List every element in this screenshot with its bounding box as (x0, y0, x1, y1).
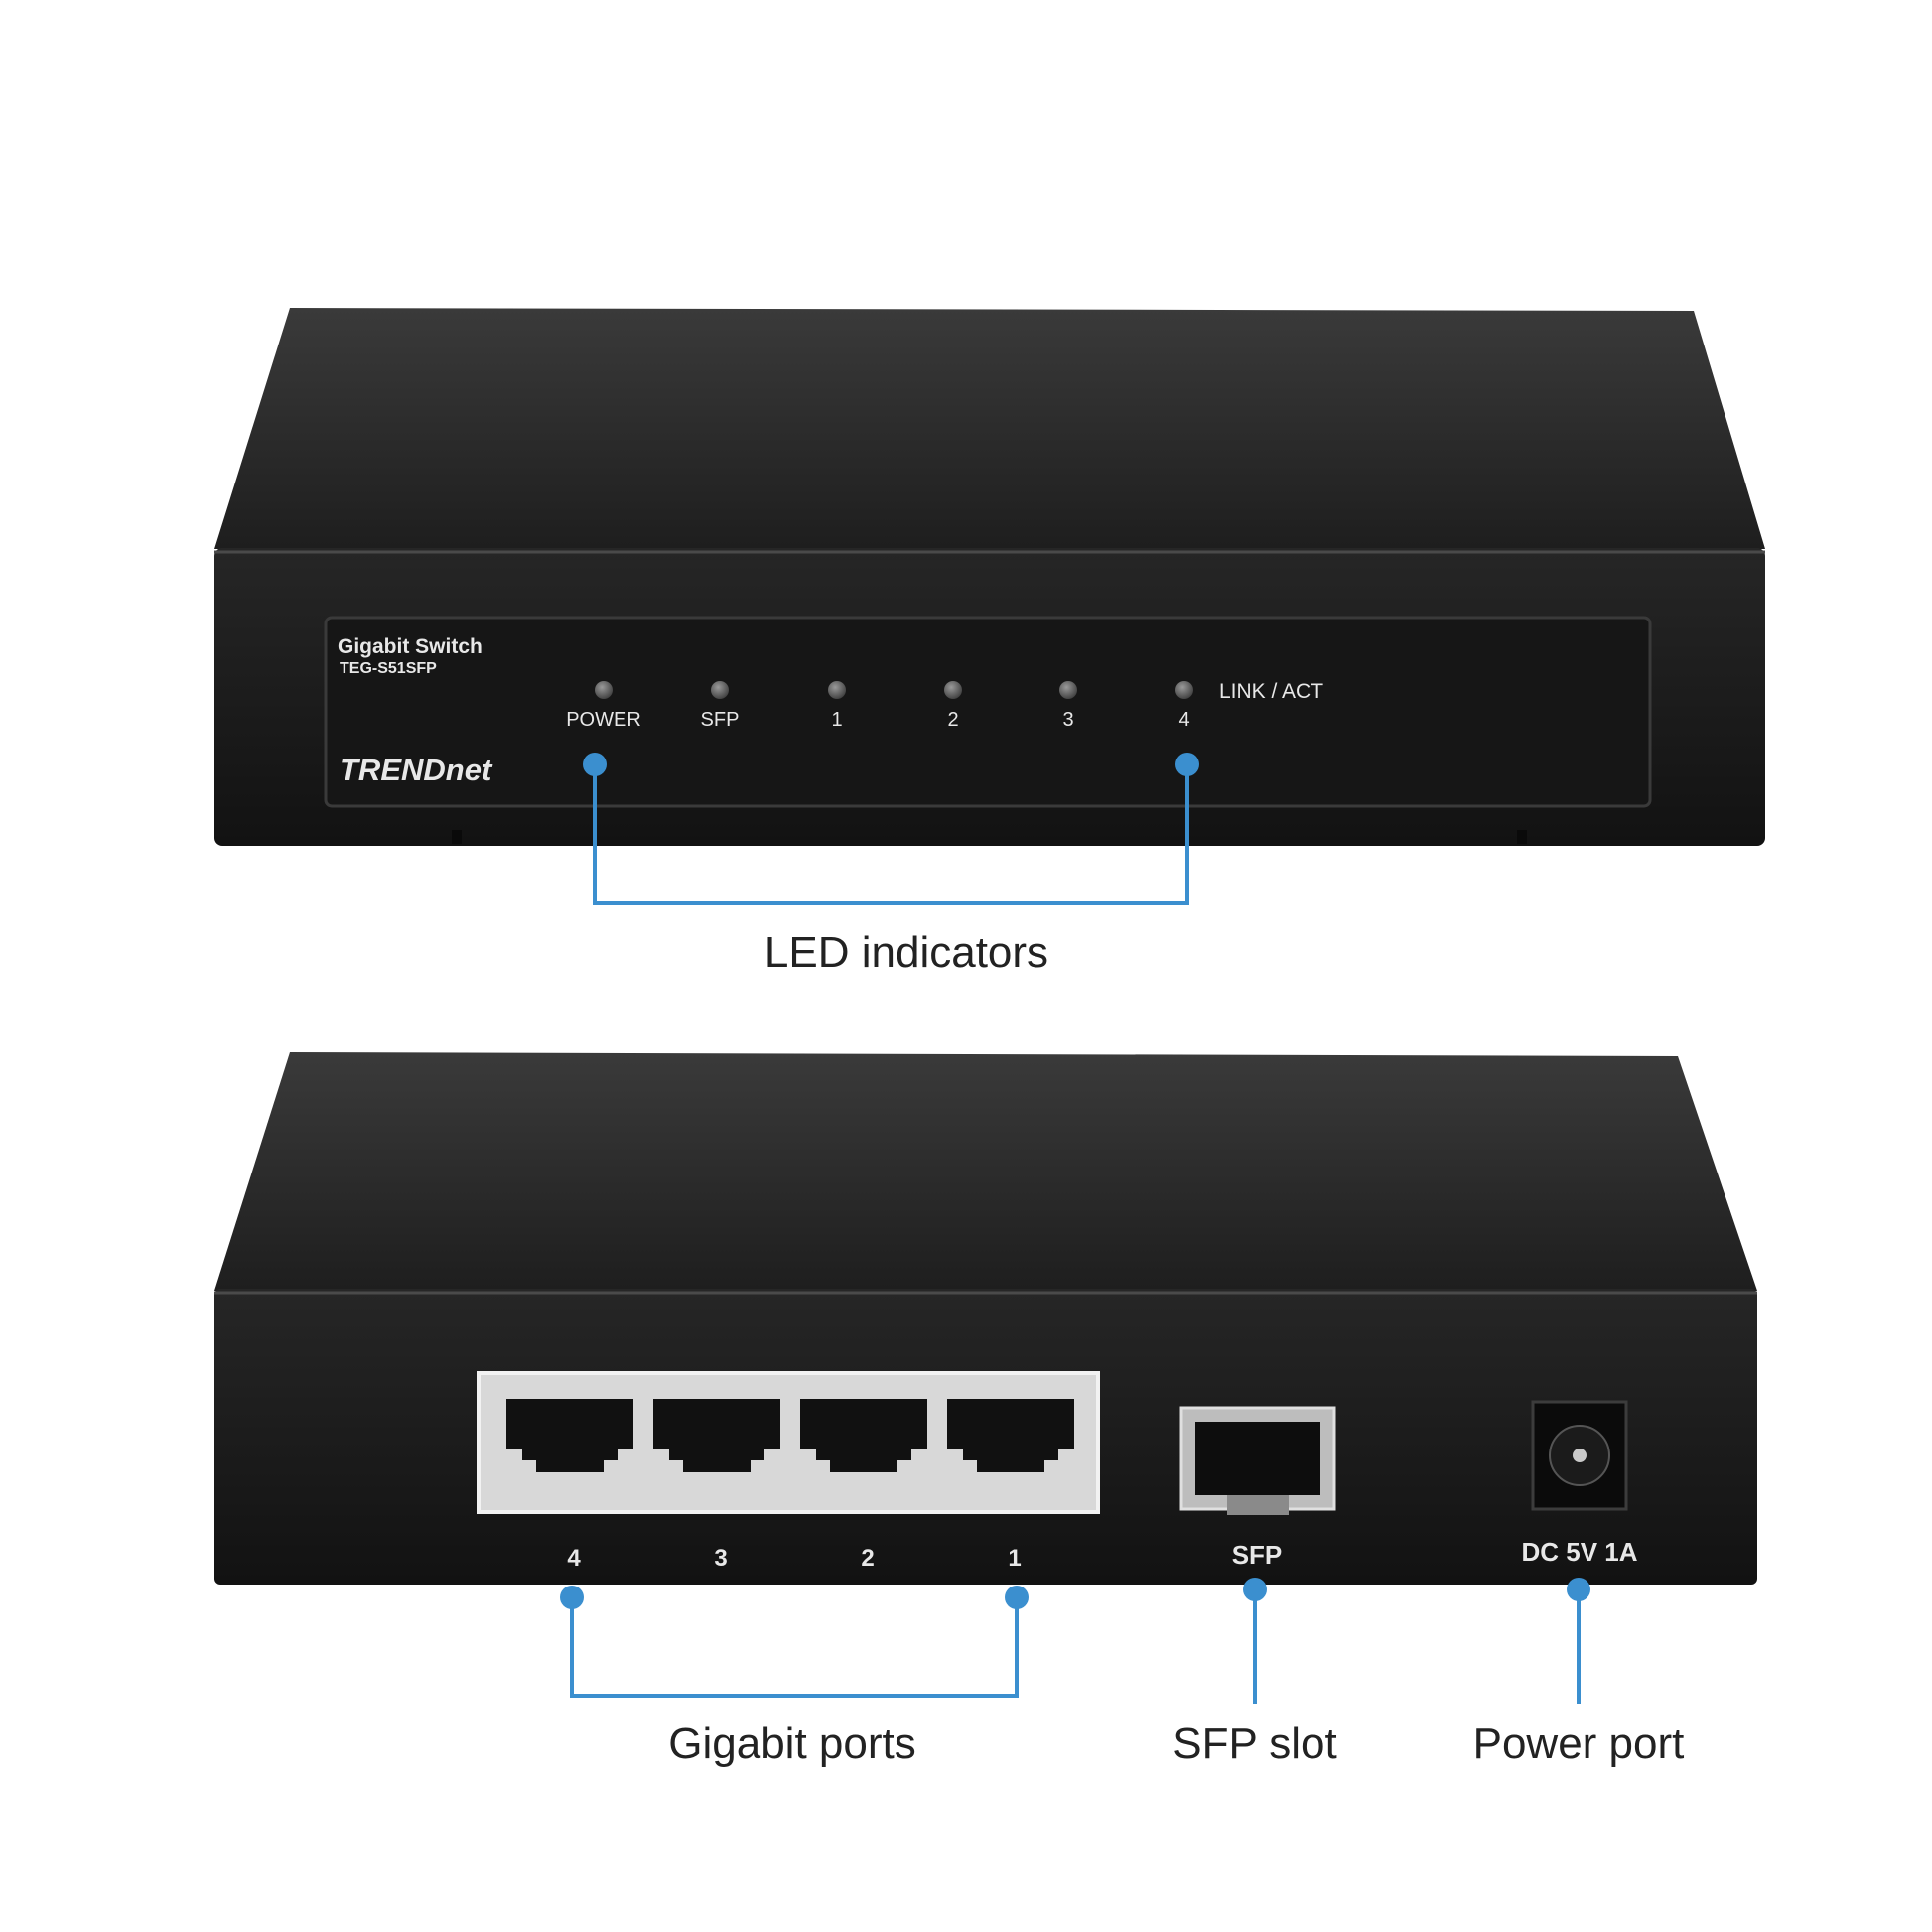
gigabit-ports-label: Gigabit ports (668, 1720, 915, 1768)
callout-dot (583, 753, 607, 776)
port1-led (828, 681, 846, 699)
port-label-3: 3 (714, 1545, 727, 1572)
sfp-cage (1179, 1406, 1336, 1515)
port3-led (1059, 681, 1077, 699)
model-text: TEG-S51SFP (340, 660, 437, 677)
dc-power-label: DC 5V 1A (1521, 1537, 1637, 1567)
led-indicators-callout: LED indicators (583, 753, 1199, 977)
led-indicators-label: LED indicators (764, 928, 1048, 977)
sfp-port-label: SFP (1232, 1540, 1283, 1570)
front-switch: Gigabit Switch TEG-S51SFP TRENDnet POWER… (214, 308, 1765, 846)
sfp-slot-callout: SFP slot (1173, 1578, 1337, 1768)
dc-power-jack (1531, 1400, 1628, 1511)
callout-dot (1243, 1578, 1267, 1601)
front-switch-top (214, 308, 1765, 549)
front-label-panel (324, 616, 1652, 808)
callout-dot (560, 1586, 584, 1609)
led-label-1: 1 (831, 709, 842, 731)
trendnet-logo: TRENDnet (340, 753, 493, 787)
port-label-1: 1 (1008, 1545, 1021, 1572)
led-label-3: 3 (1062, 709, 1073, 731)
led-label-2: 2 (947, 709, 958, 731)
rj45-port-4 (506, 1399, 633, 1472)
back-switch: 4 3 2 1 SFP DC 5V 1A (214, 1052, 1757, 1585)
callout-dot (1175, 753, 1199, 776)
power-port-callout: Power port (1473, 1578, 1685, 1768)
port-label-2: 2 (861, 1545, 874, 1572)
callout-dot (1005, 1586, 1029, 1609)
callout-dot (1567, 1578, 1590, 1601)
link-act-label: LINK / ACT (1219, 680, 1323, 703)
sfp-led (711, 681, 729, 699)
product-line-text: Gigabit Switch (338, 635, 483, 658)
port-label-4: 4 (567, 1545, 581, 1572)
led-label-4: 4 (1178, 709, 1189, 731)
led-label-sfp: SFP (701, 709, 740, 731)
gigabit-ports-callout: Gigabit ports (560, 1586, 1029, 1768)
led-label-power: POWER (566, 709, 641, 731)
rj45-port-1 (947, 1399, 1074, 1472)
sfp-slot-label: SFP slot (1173, 1720, 1336, 1768)
power-port-label: Power port (1473, 1720, 1685, 1768)
power-led (595, 681, 613, 699)
port4-led (1175, 681, 1193, 699)
back-switch-top (214, 1052, 1757, 1291)
port2-led (944, 681, 962, 699)
rj45-port-2 (800, 1399, 927, 1472)
rj45-port-3 (653, 1399, 780, 1472)
